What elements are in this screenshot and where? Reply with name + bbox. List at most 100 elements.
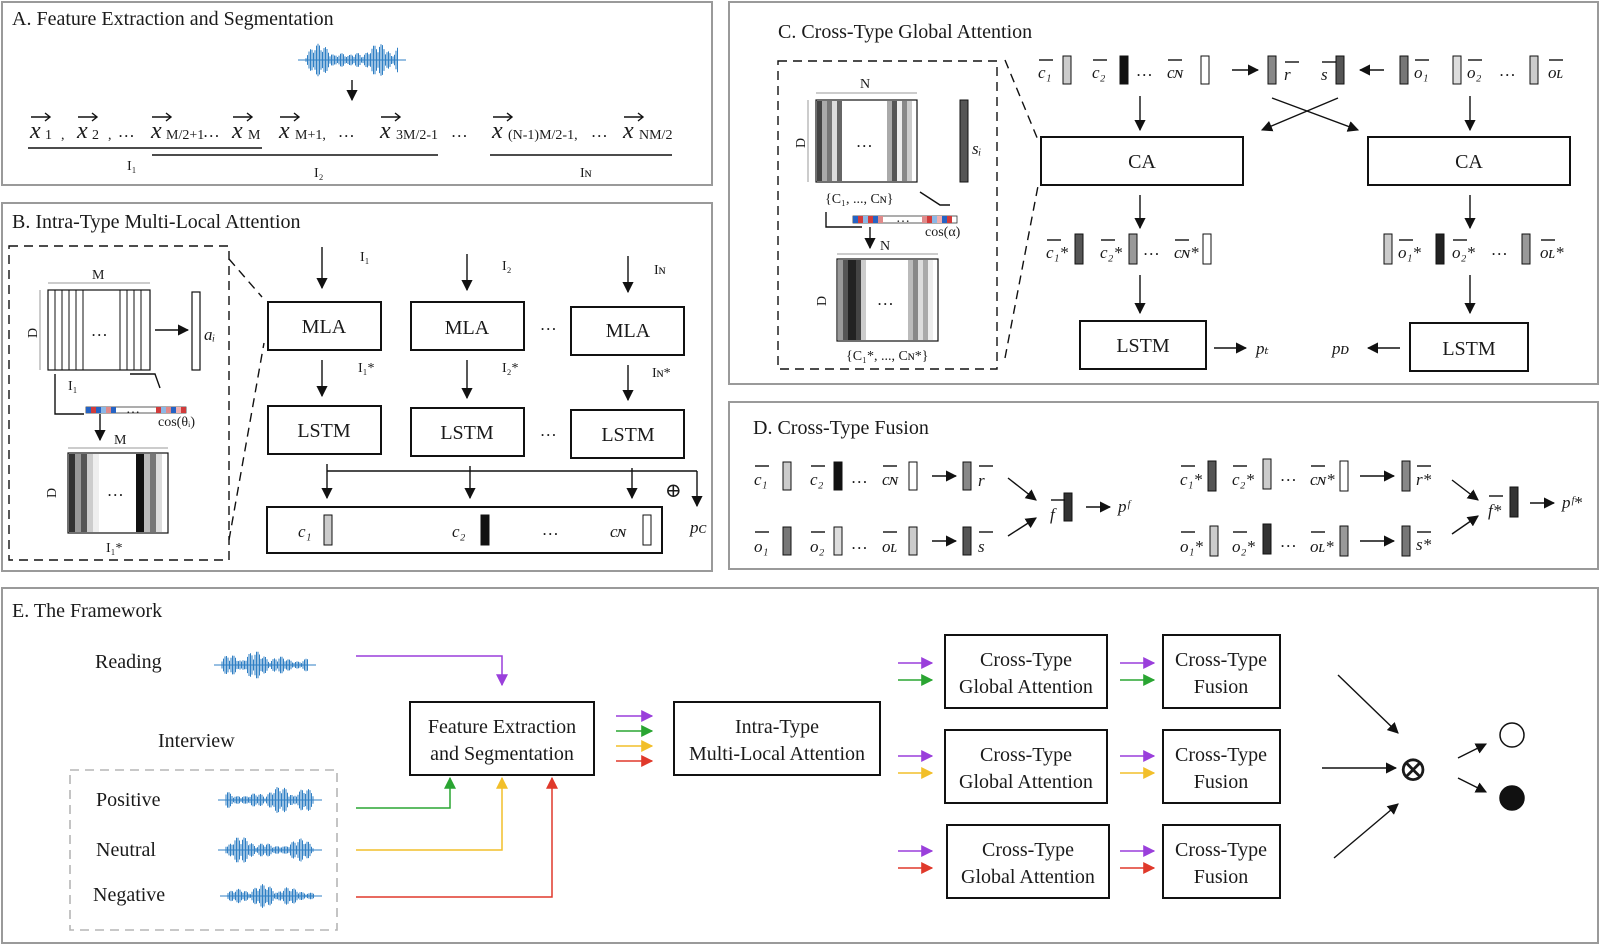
group-i2-label: I₂ <box>314 166 324 181</box>
feature-extraction-box: Feature Extraction and Segmentation <box>409 701 595 776</box>
group-in-label: Iɴ <box>580 166 592 181</box>
svg-text:c₂: c₂ <box>452 522 466 541</box>
svg-text:3M/2-1: 3M/2-1 <box>396 128 438 143</box>
svg-text:c₁*: c₁* <box>1180 470 1202 489</box>
svg-text:cos(θᵢ): cos(θᵢ) <box>158 415 195 430</box>
cga-box-1: Cross-Type Global Attention <box>944 634 1108 709</box>
svg-text:{C₁, ..., Cɴ}: {C₁, ..., Cɴ} <box>825 192 893 207</box>
svg-text:I₂*: I₂* <box>502 361 519 376</box>
svg-text:s: s <box>1321 65 1328 84</box>
svg-text:…: … <box>108 481 123 500</box>
ca-inset <box>777 60 998 370</box>
panel-d-title: D. Cross-Type Fusion <box>753 417 929 439</box>
d-left-row2: o₁ o₂ … oʟ s <box>754 526 985 556</box>
vector-arrows-a <box>31 112 645 122</box>
svg-text:…: … <box>592 122 607 141</box>
reading-waveform <box>214 651 316 679</box>
segment-matrix: … <box>47 289 151 371</box>
svg-text:Fusion: Fusion <box>1194 771 1248 793</box>
svg-text:…: … <box>541 315 556 334</box>
x-vector-m: x M <box>231 118 261 144</box>
svg-text:…: … <box>1492 240 1507 259</box>
waveform-top <box>298 43 406 77</box>
svg-text:oʟ: oʟ <box>1548 63 1563 82</box>
intra-type-box: Intra-Type Multi-Local Attention <box>673 701 881 776</box>
c-set-matrix: … <box>815 99 918 183</box>
mla-box-1: MLA <box>267 301 382 351</box>
svg-text:cɴ: cɴ <box>882 470 900 489</box>
svg-text:…: … <box>204 122 219 141</box>
svg-text:…: … <box>119 122 134 141</box>
positive-label: Positive <box>96 789 161 811</box>
svg-text:sᵢ: sᵢ <box>972 139 981 158</box>
svg-text:…: … <box>1281 532 1296 551</box>
svg-text:…: … <box>878 290 893 309</box>
svg-text:D: D <box>26 328 41 338</box>
panel-e-title: E. The Framework <box>12 600 162 622</box>
svg-text:oʟ: oʟ <box>882 537 897 556</box>
svg-text:,: , <box>108 128 112 143</box>
x-vector-2: x 2 <box>76 118 99 144</box>
svg-text:I₁: I₁ <box>68 379 78 394</box>
c-bottom-c-vectors: c₁* c₂* … cɴ* <box>1046 233 1212 265</box>
pt-label: pₜ <box>1255 339 1270 358</box>
group-i1-label: I₁ <box>127 159 137 174</box>
cos-theta-strip: … <box>85 402 187 417</box>
concat-vector-box: c₁ c₂ … cɴ <box>266 506 663 554</box>
panel-c: C. Cross-Type Global Attention N D … sᵢ … <box>728 1 1599 385</box>
c-top-vec-arrows <box>1039 59 1563 63</box>
svg-text:cos(α): cos(α) <box>925 225 961 240</box>
svg-text:D: D <box>45 488 60 498</box>
svg-text:N: N <box>880 239 890 254</box>
svg-text:o₁: o₁ <box>1414 63 1428 82</box>
x-vector-m2: x M/2+1 <box>150 118 204 144</box>
svg-text:…: … <box>852 534 867 553</box>
svg-text:aᵢ: aᵢ <box>204 325 215 344</box>
svg-text:x: x <box>491 118 503 144</box>
svg-text:I₁*: I₁* <box>106 541 123 556</box>
d-left-row1: c₁ c₂ … cɴ r <box>754 461 985 491</box>
svg-text:Multi-Local Attention: Multi-Local Attention <box>689 743 865 765</box>
svg-text:(N-1)M/2-1,: (N-1)M/2-1, <box>508 128 578 143</box>
svg-text:o₁*: o₁* <box>1180 537 1203 556</box>
x-vector-m1: x M+1, <box>278 118 326 144</box>
svg-text:MLA: MLA <box>606 320 651 342</box>
svg-text:…: … <box>541 421 556 440</box>
cga-box-3: Cross-Type Global Attention <box>946 824 1110 899</box>
lstm-box-1: LSTM <box>267 405 382 455</box>
svg-text:x: x <box>150 118 162 144</box>
svg-text:o₁*: o₁* <box>1398 243 1421 262</box>
svg-text:Cross-Type: Cross-Type <box>982 839 1074 861</box>
svg-text:c₂*: c₂* <box>1232 470 1254 489</box>
svg-text:,: , <box>61 128 65 143</box>
svg-text:NM/2: NM/2 <box>639 128 672 143</box>
svg-text:cɴ*: cɴ* <box>1174 243 1199 262</box>
svg-text:…: … <box>92 321 107 340</box>
x-vector-nm2: x NM/2 <box>622 118 672 144</box>
concat-plus-icon: ⊕ <box>665 480 682 502</box>
d-right-row1: c₁* c₂* … cɴ* r* <box>1180 458 1432 492</box>
svg-text:1: 1 <box>45 128 52 143</box>
svg-text:Cross-Type: Cross-Type <box>1175 649 1267 671</box>
lstm-box-2: LSTM <box>410 407 525 457</box>
svg-text:x: x <box>29 118 41 144</box>
svg-text:I₂: I₂ <box>502 259 512 274</box>
svg-text:c₁: c₁ <box>298 522 311 541</box>
svg-text:o₂: o₂ <box>1467 63 1482 82</box>
svg-text:CA: CA <box>1455 151 1483 173</box>
svg-text:LSTM: LSTM <box>1442 338 1496 360</box>
cf-box-2: Cross-Type Fusion <box>1162 729 1281 804</box>
svg-text:c₁*: c₁* <box>1046 243 1068 262</box>
svg-text:I₁*: I₁* <box>358 361 375 376</box>
svg-text:x: x <box>622 118 634 144</box>
svg-text:LSTM: LSTM <box>440 422 494 444</box>
svg-text:oʟ*: oʟ* <box>1310 537 1334 556</box>
svg-text:x: x <box>278 118 290 144</box>
svg-text:…: … <box>1281 466 1296 485</box>
neutral-waveform <box>218 837 322 863</box>
svg-text:2: 2 <box>92 128 99 143</box>
svg-text:Global Attention: Global Attention <box>961 866 1095 888</box>
d-vec-arrows <box>755 465 1503 533</box>
lstm-box-c-left: LSTM <box>1079 320 1207 370</box>
x-vector-3m2: x 3M/2-1 <box>379 118 438 144</box>
